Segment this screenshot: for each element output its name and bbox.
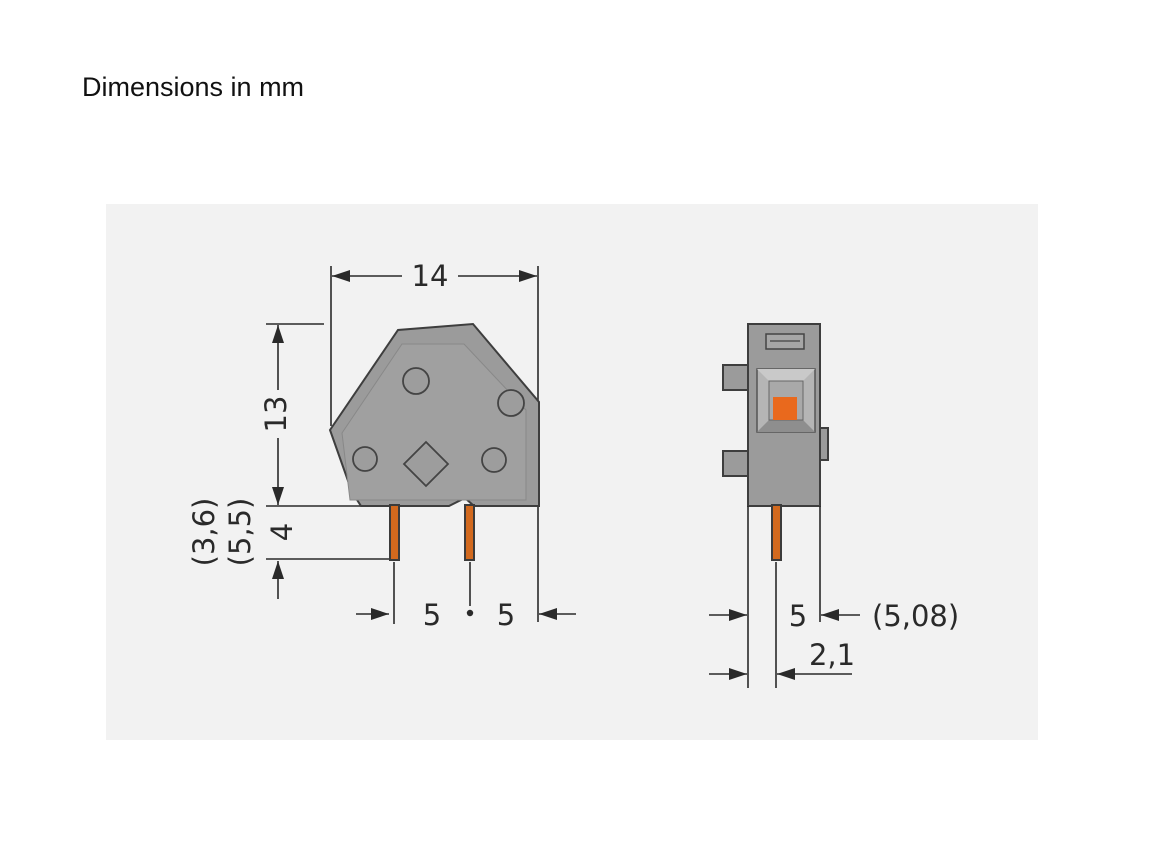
- center-dot-icon: [466, 609, 474, 617]
- dim-pin-length: 4: [265, 523, 299, 541]
- dim-side-width-alt: (5,08): [872, 599, 959, 633]
- dim-height-front: 13: [259, 396, 293, 433]
- dim-side-width: 5: [789, 599, 807, 633]
- arrow-up-icon: [272, 561, 284, 579]
- arrow-up-icon: [272, 325, 284, 343]
- dim-pitch-left: 5: [423, 598, 441, 632]
- side-tab-top: [722, 364, 750, 391]
- release-slot-diamond-icon: [402, 440, 450, 488]
- dim-width-front: 14: [412, 259, 449, 293]
- arrow-right-icon: [729, 609, 747, 621]
- page-title: Dimensions in mm: [82, 72, 305, 102]
- front-view: 14 13 4 (5,5) (3,6): [187, 259, 576, 632]
- arrow-right-icon: [371, 608, 389, 620]
- side-view: 5 (5,08) 2,1: [709, 323, 959, 688]
- hole-right-icon: [497, 389, 525, 417]
- panel-background: [106, 204, 1038, 740]
- dim-pitch-right: 5: [497, 598, 515, 632]
- hole-left-icon: [352, 446, 378, 472]
- arrow-left-icon: [821, 609, 839, 621]
- pin-right: [464, 504, 475, 561]
- arrow-right-icon: [519, 270, 537, 282]
- arrow-left-icon: [539, 608, 557, 620]
- drawing-panel: 14 13 4 (5,5) (3,6): [106, 204, 1038, 740]
- housing-face: [341, 343, 527, 501]
- pin-left: [389, 504, 400, 561]
- hole-bottom-right-icon: [481, 447, 507, 473]
- side-tab-bottom: [722, 450, 750, 477]
- arrow-down-icon: [272, 487, 284, 505]
- arrow-left-icon: [777, 668, 795, 680]
- dim-pin-length-alt-2: (5,5): [223, 498, 257, 567]
- hole-top-left-icon: [402, 367, 430, 395]
- arrow-left-icon: [332, 270, 350, 282]
- release-button-orange: [773, 397, 797, 420]
- dim-pin-offset: 2,1: [809, 638, 855, 672]
- technical-drawing: 14 13 4 (5,5) (3,6): [106, 204, 1038, 740]
- side-pin: [771, 504, 782, 561]
- arrow-right-icon: [729, 668, 747, 680]
- dim-pin-length-alt-1: (3,6): [187, 498, 221, 567]
